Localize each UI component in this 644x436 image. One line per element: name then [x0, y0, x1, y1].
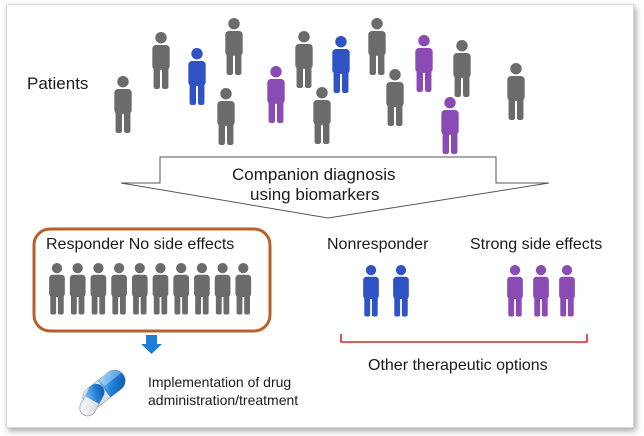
person-icon [507, 63, 525, 121]
person-icon [111, 263, 127, 315]
person-icon [49, 263, 65, 315]
person-icon [368, 18, 386, 76]
other-options-bracket [340, 334, 588, 343]
person-icon [225, 18, 243, 76]
person-icon [533, 265, 549, 317]
person-icon [363, 265, 379, 317]
diagnosis-label-line2: using biomarkers [250, 185, 380, 204]
diagnosis-funnel-arrow [120, 156, 550, 219]
treatment-label-line2: administration/treatment [148, 392, 299, 408]
side-effects-group [507, 265, 575, 317]
diagnosis-label-line1: Companion diagnosis [232, 165, 396, 184]
responder-label: Responder No side effects [46, 236, 235, 253]
responder-group [49, 263, 252, 315]
person-icon [332, 36, 350, 94]
person-icon [386, 69, 404, 127]
person-icon [114, 76, 132, 134]
person-icon [453, 40, 471, 98]
down-arrow-icon [141, 335, 162, 354]
side-effects-label: Strong side effects [470, 236, 603, 253]
person-icon [441, 97, 459, 155]
person-icon [194, 263, 210, 315]
person-icon [235, 263, 252, 315]
patients-cloud [114, 18, 525, 155]
capsule-icon [79, 383, 105, 417]
person-icon [267, 66, 285, 124]
person-icon [295, 30, 313, 89]
treatment-label-line1: Implementation of drug [148, 374, 292, 390]
person-icon [69, 263, 86, 315]
person-icon [393, 265, 409, 317]
person-icon [559, 265, 575, 317]
patients-label: Patients [27, 74, 89, 93]
person-icon [90, 263, 107, 315]
person-icon [152, 263, 169, 315]
person-icon [313, 87, 331, 145]
nonresponder-group [363, 265, 409, 317]
person-icon [188, 48, 206, 106]
other-options-label: Other therapeutic options [368, 357, 548, 374]
person-icon [173, 263, 190, 315]
person-icon [415, 35, 433, 93]
person-icon [214, 263, 231, 315]
responder-highlight-box [32, 227, 272, 333]
person-icon [152, 31, 170, 90]
person-icon [507, 265, 523, 317]
person-icon [217, 88, 235, 146]
person-icon [131, 263, 148, 315]
nonresponder-label: Nonresponder [327, 236, 429, 253]
